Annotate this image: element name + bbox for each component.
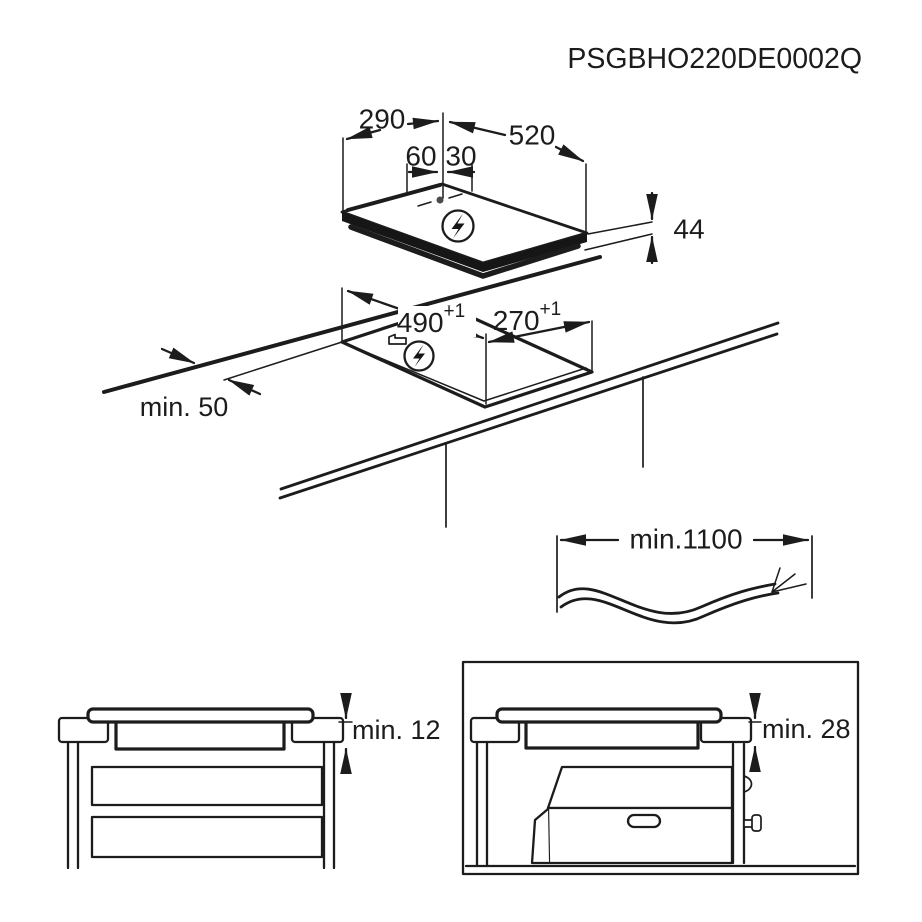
oven-section-view: min. 28: [461, 660, 860, 876]
hob-body-edge: [348, 224, 581, 279]
cutout-inner-wall: [348, 344, 587, 402]
dim-hob-height-label: 44: [673, 214, 704, 245]
hob-glass-section: [495, 707, 723, 724]
worktop-block: [290, 716, 345, 744]
drawer: [90, 815, 324, 859]
hob-glass-edge: [342, 212, 587, 272]
dimension-arrow: [448, 120, 507, 137]
electric-connection-icon: [441, 209, 475, 243]
dimension-arrow: [406, 117, 440, 130]
dimension-arrow: [345, 126, 382, 141]
hob-body-section: [524, 719, 700, 750]
worktop-cutout-view: 490+1 270+1 min. 50: [102, 255, 780, 528]
label-mask: [398, 306, 476, 337]
center-mark-dash: [448, 193, 463, 199]
cable-wire-end: [771, 567, 781, 593]
power-cable-view: min.1100: [556, 524, 813, 625]
drawing-code: PSGBHO220DE0002Q: [567, 43, 862, 75]
center-mark-dash: [417, 201, 432, 207]
dimension-arrow: [487, 320, 591, 344]
drawer-section-view: min. 12: [57, 693, 441, 870]
extension-line: [587, 221, 653, 235]
dim-hob-depth-label: 290: [359, 104, 406, 135]
hob-body-section: [114, 719, 286, 751]
dim-center-offset-left-label: 60: [405, 141, 436, 172]
hob-back-left-edge: [346, 183, 442, 212]
oven-top-face: [546, 765, 734, 810]
hob-isometric-view: 290 520 60 30 44: [340, 104, 705, 279]
dim-center-offset-right-label: 30: [445, 141, 476, 172]
cable-wire-end: [771, 583, 807, 593]
cable-curve: [557, 582, 777, 615]
dimension-arrow: [554, 144, 585, 163]
dim-oven-clearance-label: min. 28: [762, 714, 851, 744]
extension-line: [584, 233, 653, 251]
dim-cable-length-label: min.1100: [629, 524, 742, 555]
oven-handle: [626, 813, 662, 829]
worktop-block: [469, 716, 521, 744]
worktop-block: [57, 716, 110, 744]
worktop-front-edge: [279, 321, 780, 491]
cable-wire-end: [771, 573, 796, 593]
drawer: [90, 765, 324, 807]
cable-curve: [559, 591, 780, 625]
dim-drawer-clearance-label: min. 12: [352, 715, 441, 745]
hob-glass-section: [86, 707, 315, 724]
dim-cutout-depth-label: 490+1: [397, 301, 465, 338]
section-frame: [461, 660, 860, 876]
extension-line: [223, 341, 343, 381]
worktop-block: [699, 716, 753, 744]
oven-left-side: [530, 807, 551, 865]
oven-knob: [751, 814, 762, 832]
worktop-front-edge: [278, 332, 779, 500]
dim-rear-clearance-label: min. 50: [140, 392, 229, 422]
dim-cutout-width-label: 270+1: [493, 299, 561, 336]
center-point: [436, 196, 444, 204]
dimension-arrow: [160, 347, 196, 365]
electric-connection-icon: [403, 340, 435, 372]
cable-grommet: [743, 775, 753, 793]
dimension-arrow: [227, 378, 262, 396]
dim-hob-width-label: 520: [509, 120, 556, 151]
